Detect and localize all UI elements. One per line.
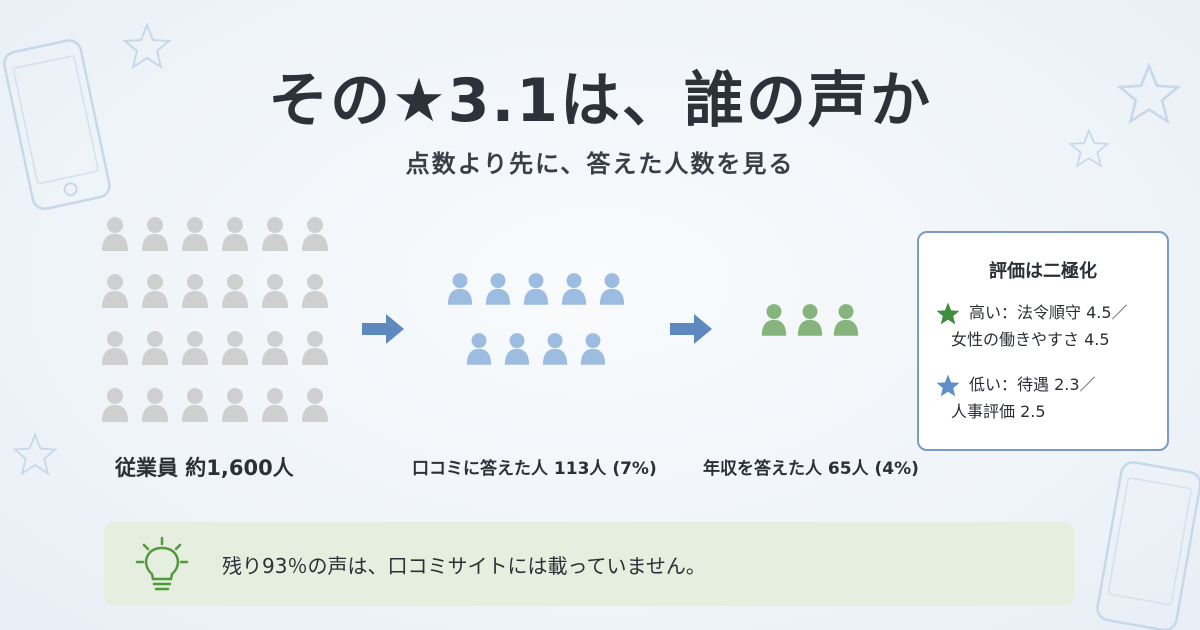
person-icon [598,270,626,310]
person-icon [560,270,588,310]
star-outline-decoration [12,432,58,476]
person-icon [796,300,824,342]
arrow-right-icon [362,314,404,344]
arrow-right-icon [670,314,712,344]
callout-banner: 残り93％の声は、口コミサイトには載っていません。 [104,522,1074,606]
person-icon [260,215,290,255]
rating-box-title: 評価は二極化 [989,261,1097,282]
person-icon [260,329,290,369]
person-icon [220,272,250,312]
person-icon [832,300,860,342]
star-outline-decoration [1068,128,1110,168]
person-icon [220,386,250,426]
person-icon [465,330,493,370]
reviewers-label: 口コミに答えた人 113人 (7%) [412,459,657,479]
person-icon [180,215,210,255]
rating-low-line1: 低い：待遇 2.3／ [969,375,1096,394]
rating-polarization-box: 評価は二極化 高い：法令順守 4.5／ 女性の働きやすさ 4.5 低い：待遇 2… [917,231,1169,451]
person-icon [579,330,607,370]
person-icon [260,272,290,312]
rating-high-row: 高い：法令順守 4.5／ 女性の働きやすさ 4.5 [935,299,1160,355]
person-icon [220,215,250,255]
person-icon [100,329,130,369]
person-icon [760,300,788,342]
person-icon [300,215,330,255]
star-filled-icon [936,374,960,397]
star-outline-decoration [122,22,172,70]
person-icon [300,272,330,312]
phone-outline-right-decoration [1096,461,1200,630]
salary-person-group [760,300,860,350]
employees-label: 従業員 約1,600人 [115,456,294,480]
page-subtitle: 点数より先に、答えた人数を見る [405,150,795,178]
rating-high-line2: 女性の働きやすさ 4.5 [951,330,1110,349]
person-icon [300,386,330,426]
person-icon [180,329,210,369]
person-icon [220,329,250,369]
star-filled-icon [936,302,960,325]
rating-high-line1: 高い：法令順守 4.5／ [969,303,1128,322]
person-icon [541,330,569,370]
person-icon [140,329,170,369]
person-icon [484,270,512,310]
person-icon [260,386,290,426]
rating-low-line2: 人事評価 2.5 [951,402,1046,421]
person-icon [522,270,550,310]
person-icon [300,329,330,369]
person-icon [446,270,474,310]
phone-outline-left-decoration [3,39,111,211]
person-icon [140,272,170,312]
lightbulb-icon [135,536,189,591]
employees-person-grid [100,215,330,430]
rating-low-row: 低い：待遇 2.3／ 人事評価 2.5 [935,371,1160,427]
star-outline-decoration [1116,62,1182,125]
person-icon [100,386,130,426]
person-icon [180,386,210,426]
person-icon [100,215,130,255]
reviewers-person-group [446,270,636,380]
person-icon [180,272,210,312]
callout-text: 残り93％の声は、口コミサイトには載っていません。 [222,554,706,578]
page-title: その★3.1は、誰の声か [267,66,933,136]
person-icon [140,215,170,255]
person-icon [503,330,531,370]
salary-label: 年収を答えた人 65人 (4%) [703,459,919,479]
person-icon [100,272,130,312]
person-icon [140,386,170,426]
